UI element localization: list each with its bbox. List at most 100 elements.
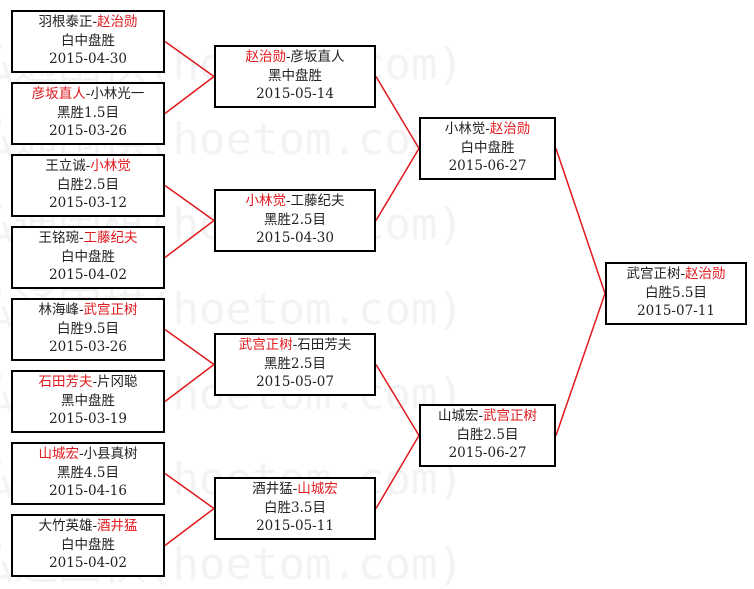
player-black-name: 彦坂直人 — [31, 86, 86, 102]
game-result: 白中盘胜 — [61, 536, 115, 553]
connector-line — [164, 363, 215, 403]
player-white-name: 赵治勋 — [685, 266, 726, 282]
players-line: 大竹英雄-酒井猛 — [13, 517, 163, 536]
connector-line — [164, 472, 215, 510]
game-result: 黑胜2.5目 — [264, 355, 326, 372]
game-date: 2015-05-14 — [256, 86, 334, 102]
game-date: 2015-05-07 — [256, 374, 334, 390]
vs-dash: - — [292, 481, 298, 497]
vs-dash: - — [478, 408, 484, 424]
game-date: 2015-04-30 — [49, 51, 127, 67]
player-white-name: 工藤纪夫 — [290, 193, 345, 209]
player-white-name: 赵治勋 — [97, 14, 138, 30]
player-black-name: 武宫正树 — [238, 337, 293, 353]
connector-line — [164, 219, 215, 259]
game-result: 白中盘胜 — [61, 32, 115, 49]
vs-dash: - — [292, 337, 298, 353]
vs-dash: - — [92, 518, 98, 534]
vs-dash: - — [85, 158, 91, 174]
players-line: 酒井猛-山城宏 — [216, 480, 374, 499]
game-date: 2015-06-27 — [448, 158, 527, 174]
player-white-name: 小林觉 — [90, 158, 131, 174]
game-date: 2015-05-11 — [256, 518, 334, 534]
player-black-name: 羽根泰正 — [38, 14, 93, 30]
player-white-name: 彦坂直人 — [290, 49, 345, 65]
vs-dash: - — [92, 374, 98, 390]
connector-line — [164, 184, 215, 222]
players-line: 羽根泰正-赵治勋 — [13, 13, 163, 32]
player-black-name: 酒井猛 — [252, 481, 293, 497]
game-result: 黑中盘胜 — [61, 392, 115, 409]
players-line: 赵治勋-彦坂直人 — [216, 48, 374, 67]
connector-line — [375, 435, 420, 509]
player-white-name: 工藤纪夫 — [83, 230, 138, 246]
game-date: 2015-03-19 — [49, 411, 127, 427]
connector-line — [164, 328, 215, 366]
game-result: 白胜2.5目 — [456, 426, 519, 443]
game-date: 2015-04-02 — [49, 555, 127, 571]
player-black-name: 山城宏 — [38, 446, 79, 462]
connector-line — [375, 364, 420, 436]
game-result: 黑胜1.5目 — [57, 104, 119, 121]
player-black-name: 王立诚 — [45, 158, 86, 174]
game-result: 白中盘胜 — [61, 248, 115, 265]
player-white-name: 酒井猛 — [97, 518, 138, 534]
match-box-round3-1: 小林觉-赵治勋白中盘胜 2015-06-27 — [419, 117, 556, 180]
game-date: 2015-06-27 — [448, 445, 527, 461]
player-white-name: 小林光一 — [90, 86, 145, 102]
connector-line — [164, 507, 215, 547]
vs-dash: - — [78, 446, 84, 462]
vs-dash: - — [78, 230, 84, 246]
player-black-name: 山城宏 — [437, 408, 479, 424]
connector-line — [164, 40, 215, 78]
vs-dash: - — [285, 49, 291, 65]
players-line: 小林觉-赵治勋 — [421, 120, 554, 139]
player-white-name: 山城宏 — [297, 481, 338, 497]
players-line: 王铭琬-工藤纪夫 — [13, 229, 163, 248]
player-white-name: 武宫正树 — [483, 408, 538, 424]
players-line: 石田芳夫-片冈聪 — [13, 373, 163, 392]
player-white-name: 石田芳夫 — [297, 337, 352, 353]
players-line: 山城宏-武宫正树 — [421, 407, 554, 426]
game-date: 2015-07-11 — [637, 303, 715, 319]
player-black-name: 赵治勋 — [245, 49, 286, 65]
players-line: 山城宏-小县真树 — [13, 445, 163, 464]
players-line: 武宫正树-赵治勋 — [607, 265, 745, 284]
player-black-name: 大竹英雄 — [38, 518, 93, 534]
players-line: 彦坂直人-小林光一 — [13, 85, 163, 104]
player-black-name: 王铭琬 — [38, 230, 79, 246]
connector-line — [375, 76, 420, 149]
player-white-name: 武宫正树 — [83, 302, 138, 318]
players-line: 小林觉-工藤纪夫 — [216, 192, 374, 211]
vs-dash: - — [85, 86, 91, 102]
players-line: 林海峰-武宫正树 — [13, 301, 163, 320]
connector-line — [555, 148, 606, 294]
vs-dash: - — [285, 193, 291, 209]
player-black-name: 石田芳夫 — [38, 374, 93, 390]
vs-dash: - — [78, 302, 84, 318]
vs-dash: - — [680, 266, 686, 282]
player-white-name: 片冈聪 — [97, 374, 138, 390]
players-line: 武宫正树-石田芳夫 — [216, 336, 374, 355]
game-result: 白中盘胜 — [460, 139, 515, 156]
player-black-name: 武宫正树 — [626, 266, 681, 282]
player-white-name: 小县真树 — [83, 446, 138, 462]
game-result: 白胜3.5目 — [264, 499, 326, 516]
vs-dash: - — [92, 14, 98, 30]
game-date: 2015-04-16 — [49, 483, 127, 499]
game-result: 黑中盘胜 — [268, 67, 322, 84]
player-black-name: 小林觉 — [245, 193, 286, 209]
